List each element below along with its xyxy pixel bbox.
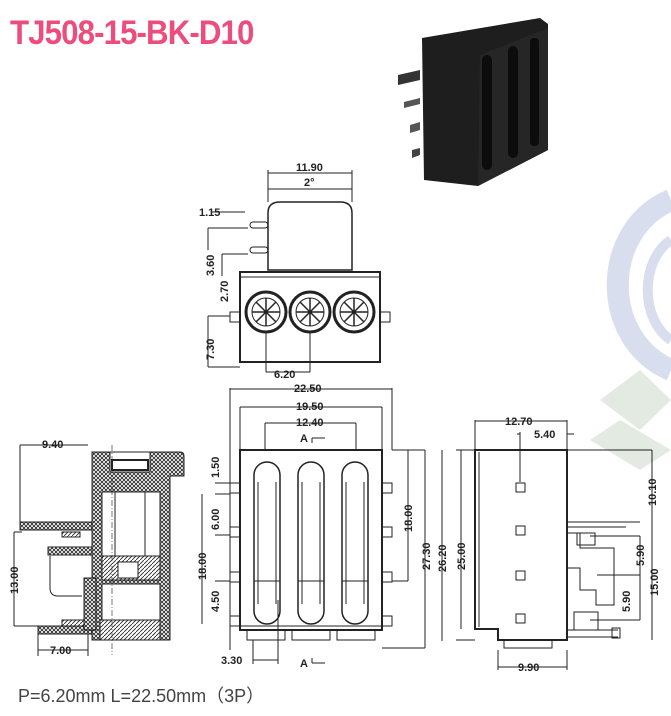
product-title: TJ508-15-BK-D10	[10, 14, 254, 52]
dim-3-30: 3.30	[221, 655, 242, 667]
product-photo	[398, 18, 548, 186]
dim-5-90-lower: 5.90	[621, 591, 633, 612]
dim-18-00-right: 18.00	[403, 504, 415, 532]
dim-angle: 2°	[304, 177, 315, 189]
front-view	[201, 388, 426, 664]
dim-4-50: 4.50	[210, 591, 222, 612]
dim-5-40: 5.40	[534, 429, 555, 441]
dim-26-20: 26.20	[437, 544, 449, 572]
screw-head-1	[244, 290, 288, 334]
dim-15-00: 15.00	[649, 568, 661, 596]
dim-25-00: 25.00	[456, 542, 468, 570]
dim-9-90: 9.90	[518, 662, 539, 674]
dim-18-00-left: 18.00	[197, 552, 209, 580]
dim-13-00: 13.00	[9, 566, 21, 594]
dim-7-00: 7.00	[50, 645, 71, 657]
spec-footer: P=6.20mm L=22.50mm（3P）	[18, 686, 265, 706]
dim-1-50: 1.50	[210, 457, 222, 478]
dim-6-00: 6.00	[210, 509, 222, 530]
side-view	[441, 420, 653, 670]
dim-3-60: 3.60	[205, 255, 217, 276]
section-mark-bottom: A	[300, 658, 308, 670]
dim-9-40: 9.40	[42, 439, 63, 451]
watermark-logo	[590, 189, 671, 470]
dim-5-90-upper: 5.90	[635, 545, 647, 566]
dim-2-70: 2.70	[219, 281, 231, 302]
dim-19-50: 19.50	[296, 401, 324, 413]
section-view	[13, 444, 185, 656]
top-view	[207, 170, 391, 373]
dim-1-15: 1.15	[199, 207, 220, 219]
section-mark-top: A	[300, 433, 308, 445]
dim-12-70: 12.70	[505, 416, 533, 428]
dim-11-90: 11.90	[296, 162, 323, 174]
dim-12-40: 12.40	[296, 417, 324, 429]
dim-22-50: 22.50	[294, 383, 322, 395]
screw-head-2	[288, 290, 332, 334]
screw-head-3	[332, 290, 376, 334]
dim-6-20: 6.20	[274, 369, 295, 381]
dim-27-30: 27.30	[421, 542, 433, 570]
dim-7-30: 7.30	[205, 339, 217, 360]
dim-10-10: 10.10	[647, 478, 659, 506]
